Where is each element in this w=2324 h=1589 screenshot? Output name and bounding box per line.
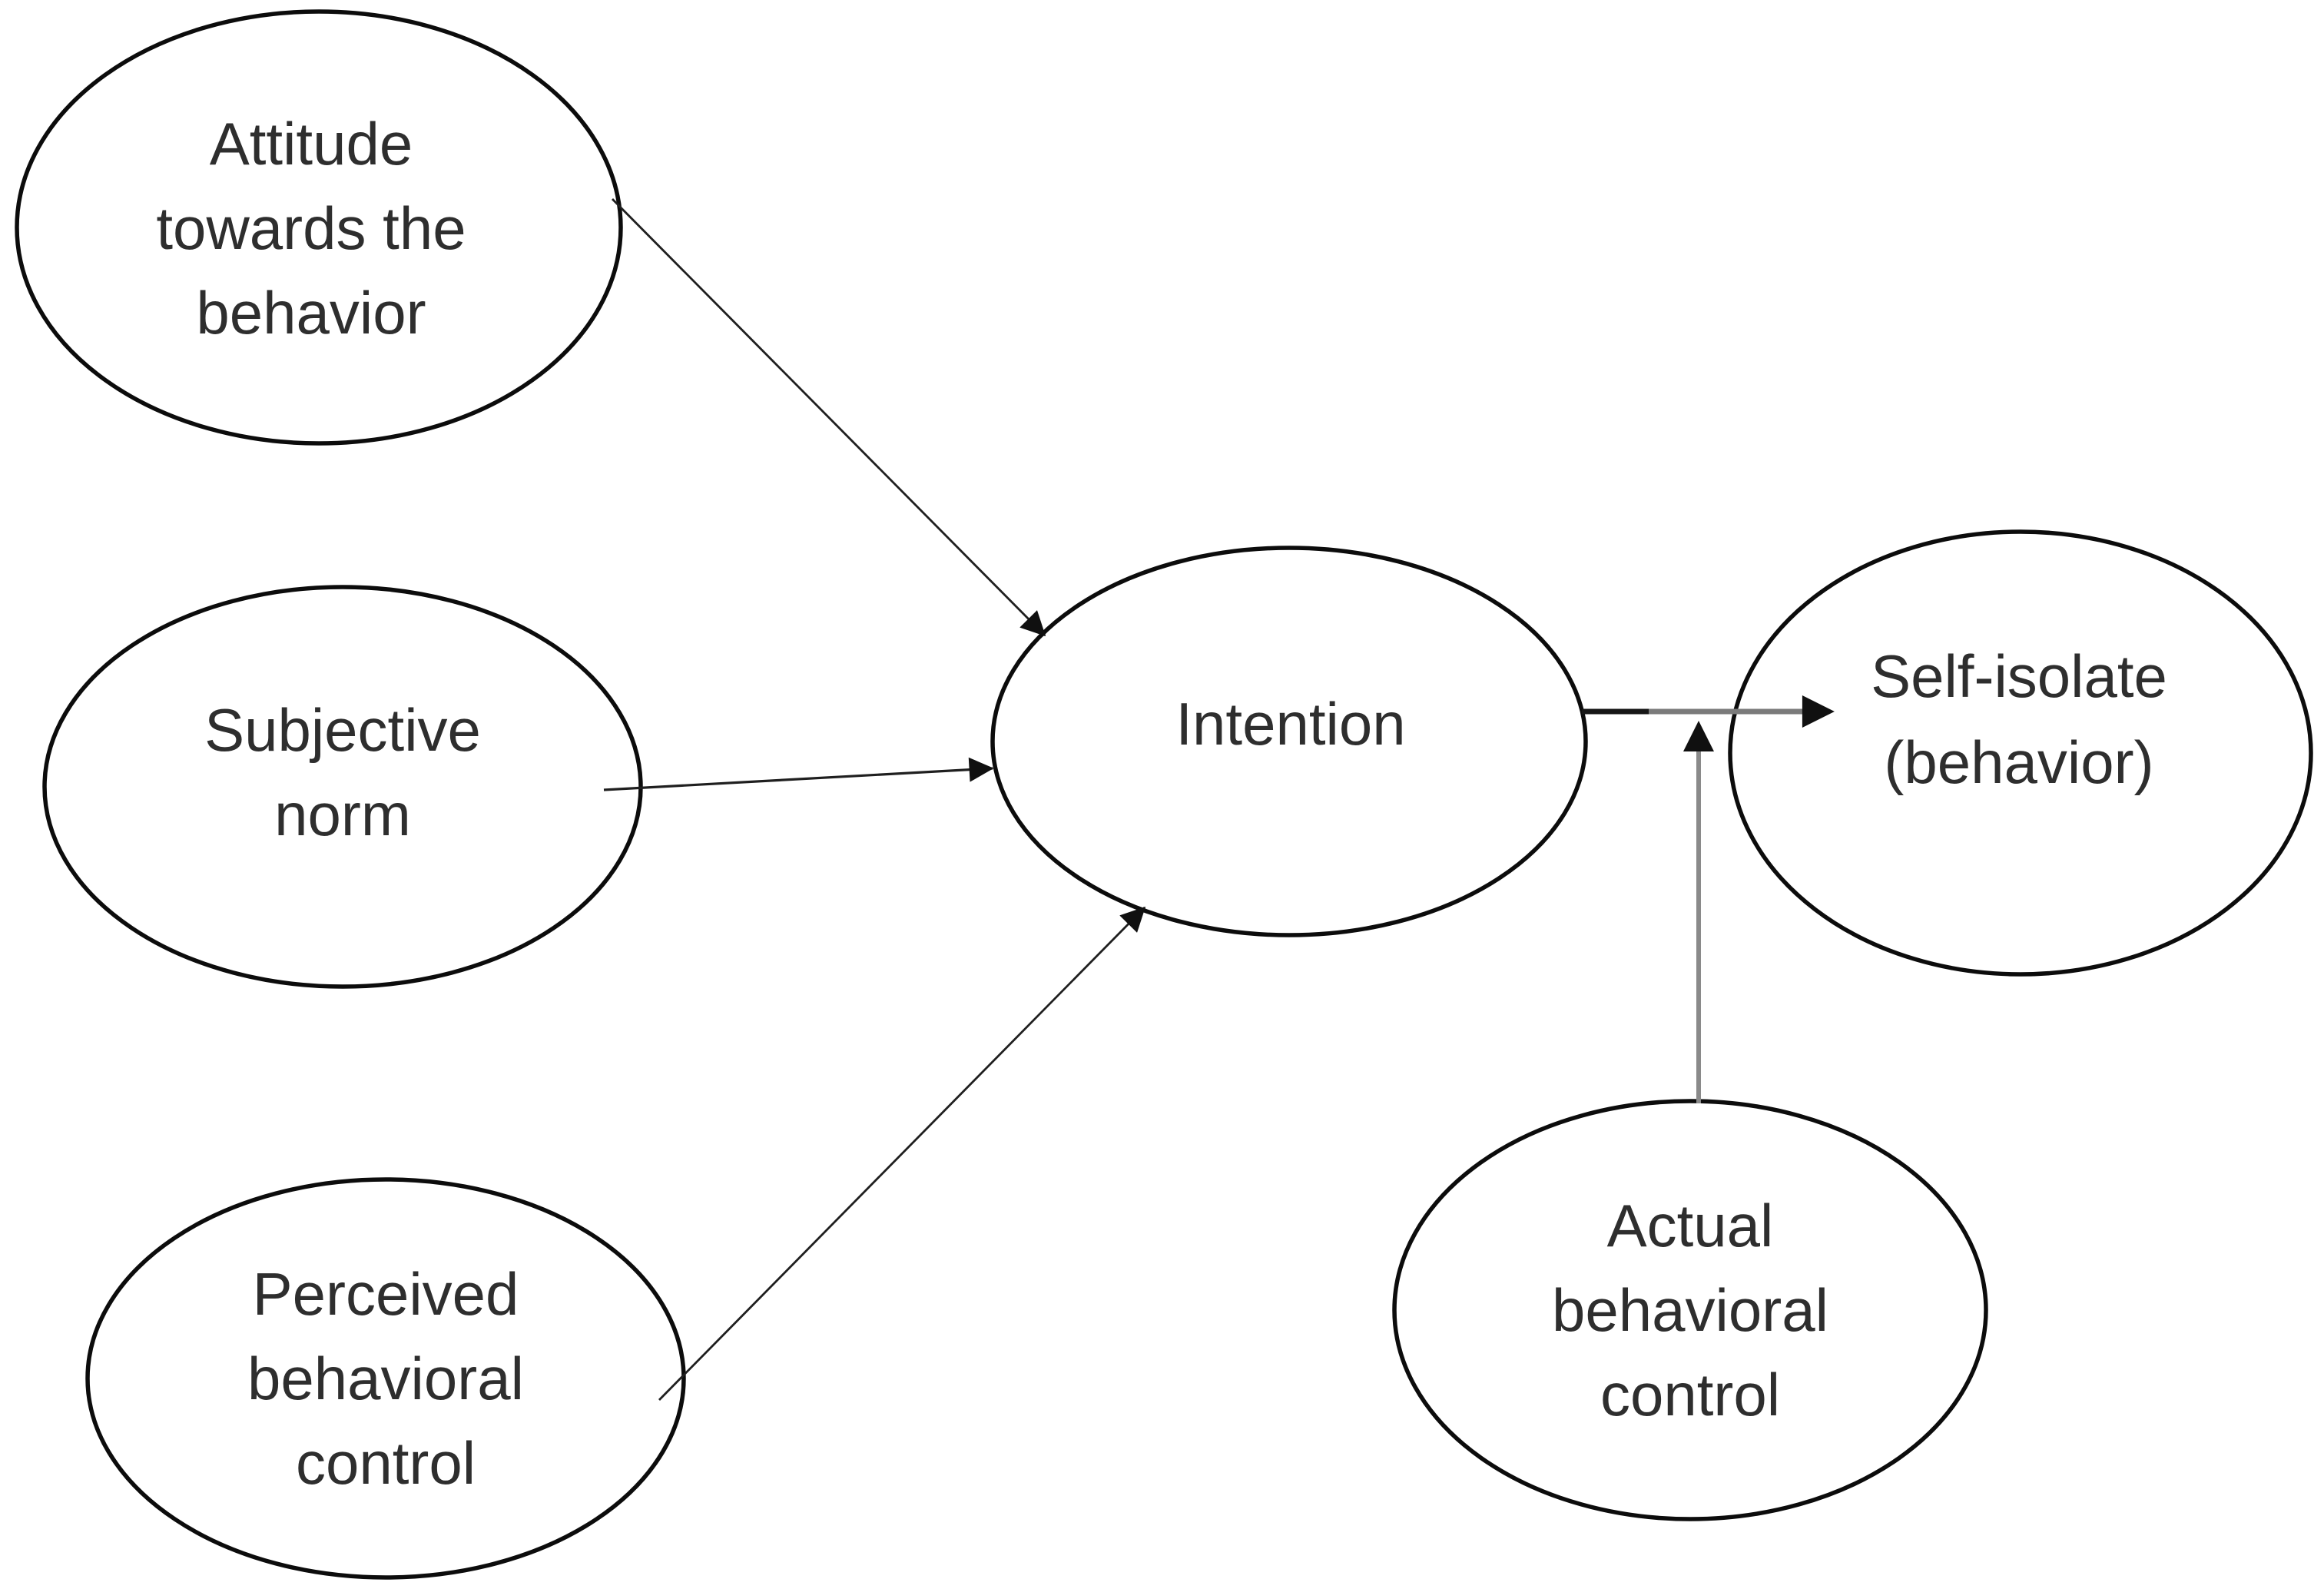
subjective-norm-to-intention-arrow (603, 757, 994, 791)
edge-perceived-behavioral-control-to-intention (658, 906, 1146, 1401)
node-actual-behavioral-control: Actual behavioral control (1392, 1099, 1988, 1521)
self-isolate-ellipse (1728, 529, 2313, 977)
node-attitude-towards-the-behavior: Attitude towards the behavior (15, 9, 623, 446)
actual-behavioral-control-label-line-1: Actual (1607, 1192, 1774, 1259)
attitude-ellipse (15, 9, 623, 446)
node-intention: Intention (990, 546, 1588, 937)
actual-behavioral-control-label-line-3: control (1600, 1361, 1780, 1428)
actual-behavioral-control-ellipse (1392, 1099, 1988, 1521)
node-subjective-norm: Subjective norm (42, 585, 643, 989)
attitude-label-line-1: Attitude (210, 110, 413, 177)
perceived-behavioral-control-to-intention-arrow (658, 906, 1146, 1401)
perceived-behavioral-control-label-line-1: Perceived (253, 1260, 519, 1328)
intention-label: Intention (1175, 690, 1405, 758)
attitude-label-line-3: behavior (196, 279, 426, 347)
self-isolate-label-line-1: Self-isolate (1871, 642, 2167, 710)
attitude-to-intention-arrow (612, 198, 1046, 637)
node-self-isolate-behavior: Self-isolate (behavior) (1728, 529, 2313, 977)
intention-ellipse (990, 546, 1588, 937)
edge-subjective-norm-to-intention (603, 757, 994, 791)
subjective-norm-label-line-2: norm (274, 781, 411, 848)
actual-behavioral-control-label-line-2: behavioral (1552, 1276, 1828, 1344)
node-perceived-behavioral-control: Perceived behavioral control (85, 1177, 686, 1580)
perceived-behavioral-control-label-line-2: behavioral (247, 1345, 524, 1412)
perceived-behavioral-control-ellipse (85, 1177, 686, 1580)
attitude-label-line-2: towards the (156, 194, 466, 262)
subjective-norm-label-line-1: Subjective (204, 696, 481, 764)
edge-attitude-to-intention (612, 198, 1046, 637)
self-isolate-label-line-2: (behavior) (1884, 728, 2153, 796)
perceived-behavioral-control-label-line-3: control (296, 1429, 476, 1497)
